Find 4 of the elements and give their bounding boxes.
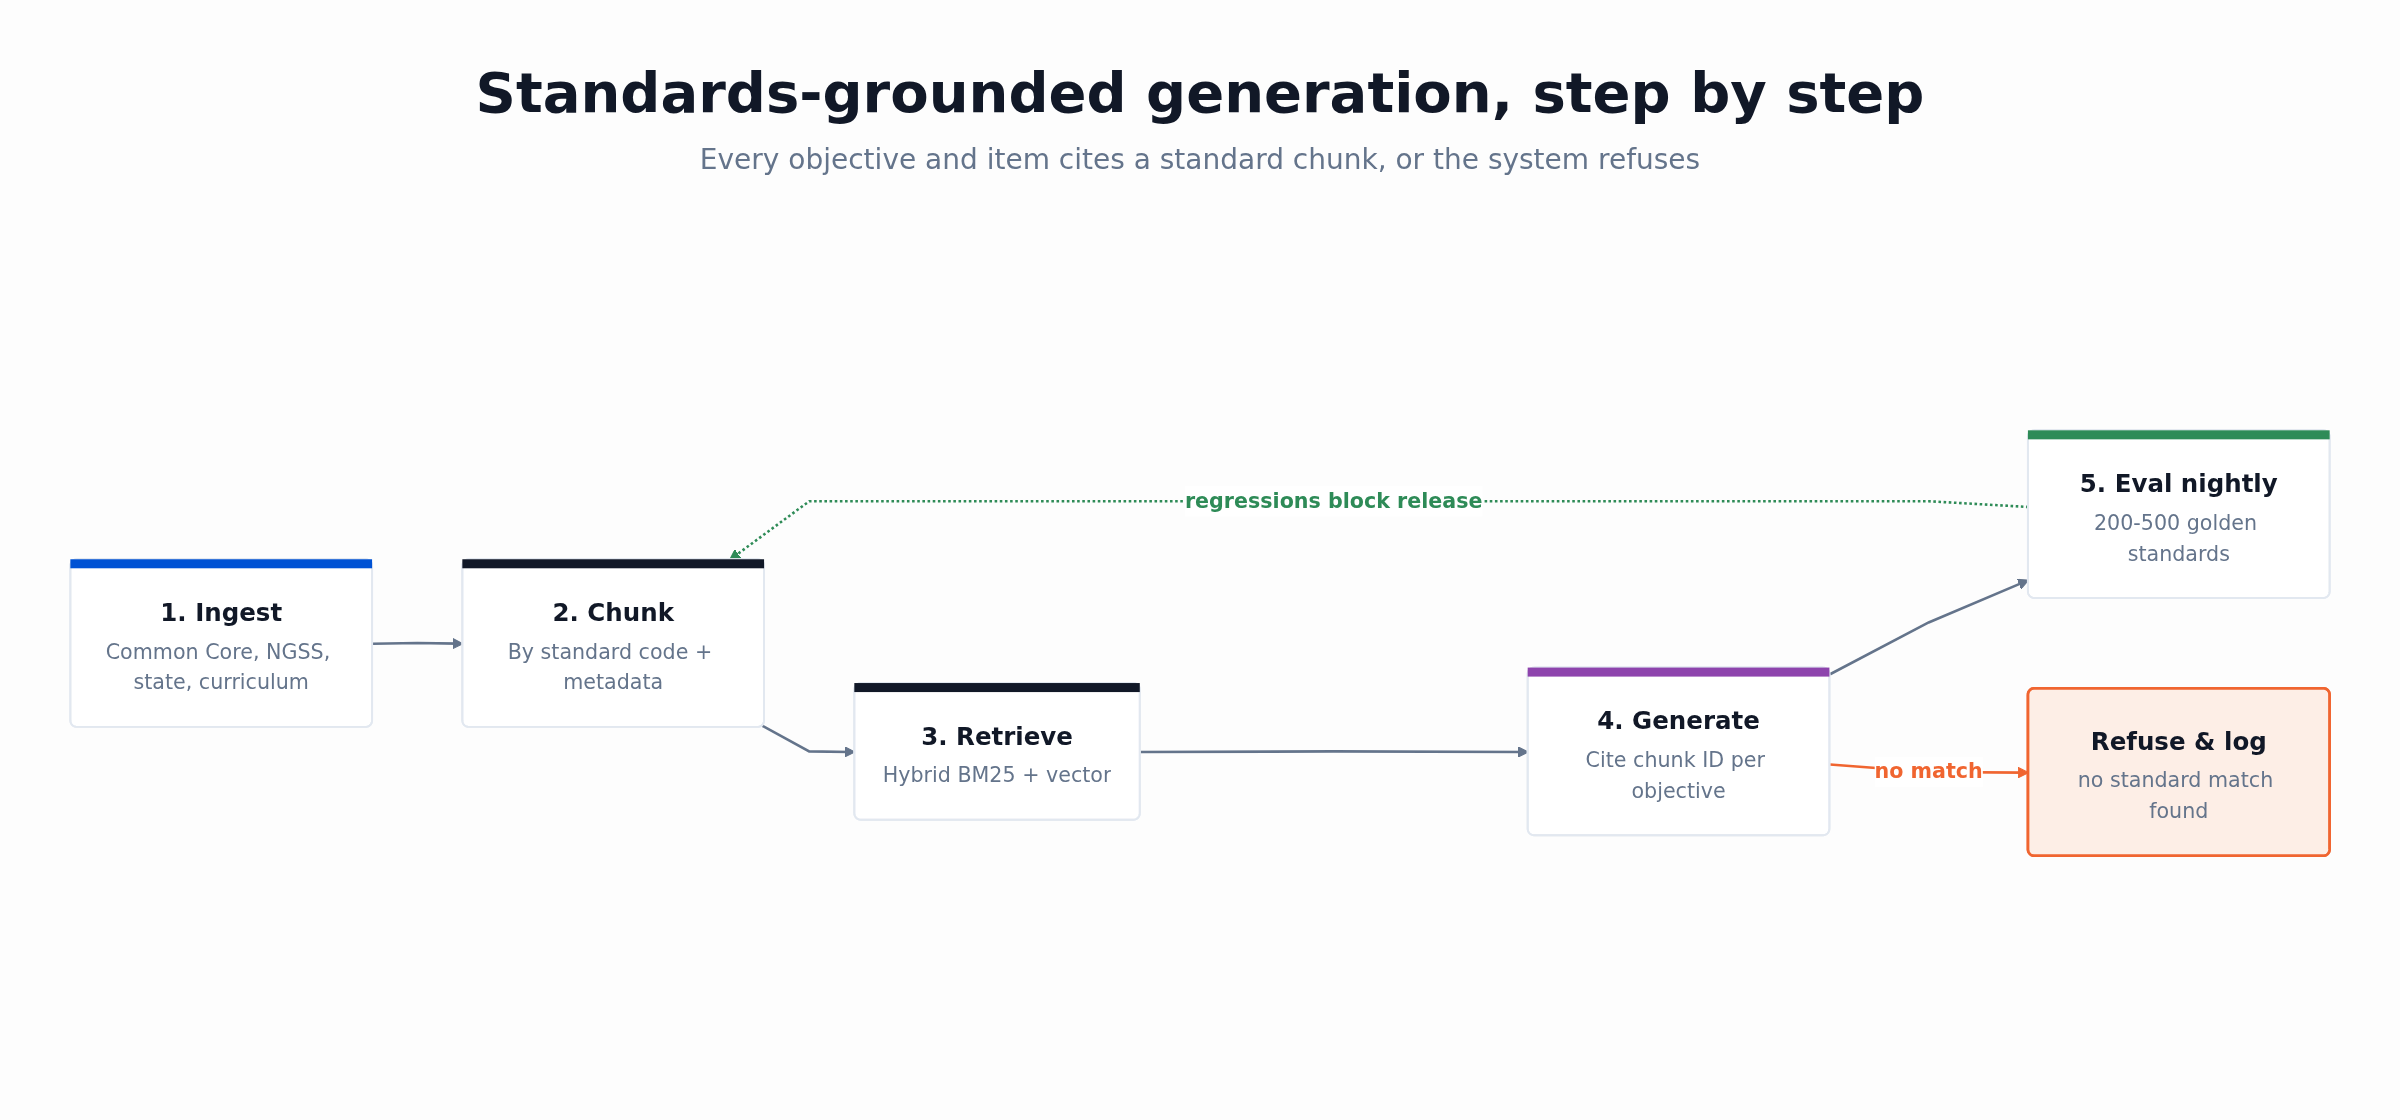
diagram-title: Standards-grounded generation, step by step [475,60,1925,125]
subtitle: Every objective and item cites a standard chunk, or the system refuses [699,143,1701,176]
edge-label: no match [1874,759,1983,784]
edge-label: regressions block release [1184,488,1483,513]
